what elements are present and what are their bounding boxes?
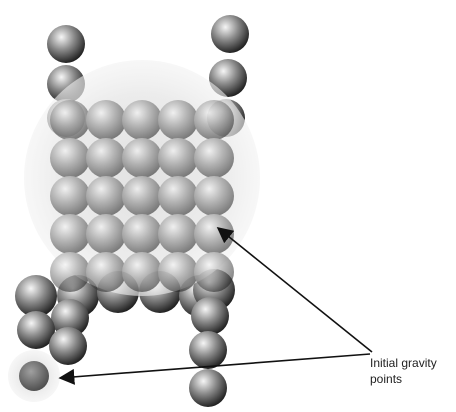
seat-grid-sphere: [122, 214, 162, 254]
gravity-points-label-line2: points: [370, 372, 403, 386]
seat-grid-sphere: [194, 138, 234, 178]
seat-grid-sphere: [50, 176, 90, 216]
seat-grid-sphere: [194, 214, 234, 254]
seat-grid-sphere: [50, 100, 90, 140]
seat-grid-sphere: [158, 138, 198, 178]
seat-rim-sphere: [15, 275, 57, 317]
seat-grid-sphere: [194, 100, 234, 140]
gravity-point-sphere: [19, 361, 49, 391]
seat-grid-sphere: [158, 214, 198, 254]
back-post-sphere: [209, 59, 247, 97]
seat-grid-sphere: [86, 214, 126, 254]
arrow-to-large-gravity-point: [216, 226, 373, 353]
arrow-to-small-gravity-point: [58, 353, 371, 385]
gravity-points-label: Initial gravity points: [370, 355, 454, 387]
seat-grid-sphere: [194, 252, 234, 292]
seat-grid-sphere: [86, 138, 126, 178]
leg-sphere: [51, 299, 89, 337]
leg-sphere: [189, 331, 227, 369]
leg-sphere: [49, 327, 87, 365]
seat-grid-sphere: [86, 252, 126, 292]
seat-grid-sphere: [122, 138, 162, 178]
seat-grid-sphere: [50, 138, 90, 178]
seat-grid-sphere: [122, 252, 162, 292]
seat-grid-sphere: [122, 176, 162, 216]
seat-grid-sphere: [122, 100, 162, 140]
back-post-sphere: [211, 15, 249, 53]
seat-grid-sphere: [50, 214, 90, 254]
seat-grid-sphere: [158, 252, 198, 292]
seat-grid-sphere: [158, 176, 198, 216]
leg-sphere: [191, 297, 229, 335]
seat-grid-sphere: [86, 100, 126, 140]
back-post-sphere: [47, 25, 85, 63]
seat-sphere-grid: [50, 100, 234, 292]
seat-grid-sphere: [194, 176, 234, 216]
leg-sphere: [189, 369, 227, 407]
leg-sphere: [17, 311, 55, 349]
seat-grid-sphere: [50, 252, 90, 292]
gravity-points-label-line1: Initial gravity: [370, 356, 437, 370]
seat-grid-sphere: [86, 176, 126, 216]
seat-grid-sphere: [158, 100, 198, 140]
